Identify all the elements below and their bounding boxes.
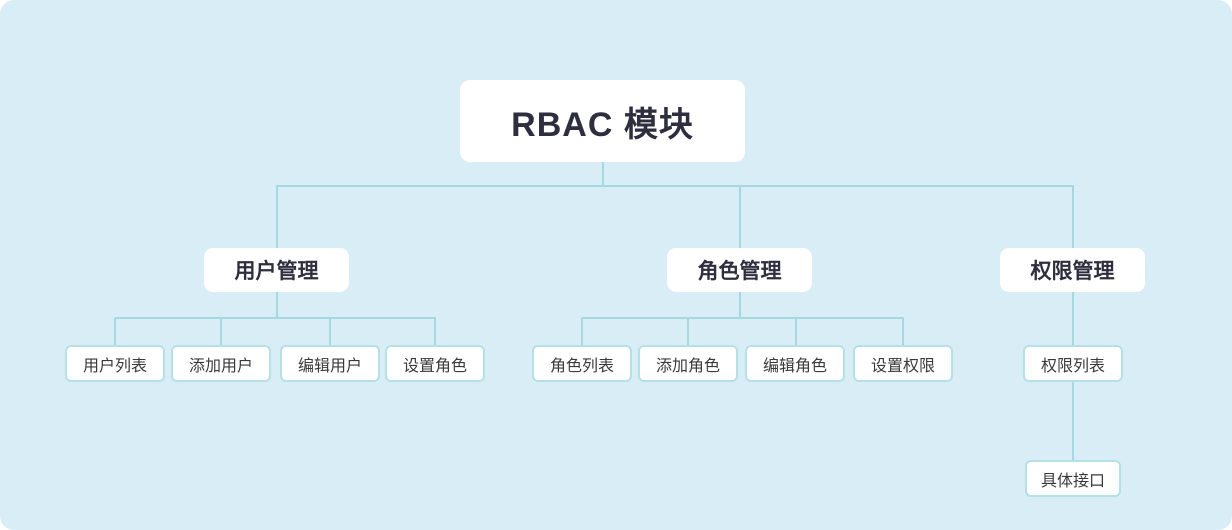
leaf-node-label: 设置角色 xyxy=(402,357,467,375)
leaf-node-edit-role[interactable]: 编辑角色 xyxy=(745,345,845,382)
leaf-node-user-list[interactable]: 用户列表 xyxy=(65,345,165,382)
leaf-node-label: 添加角色 xyxy=(655,357,720,375)
leaf-node-specific-api[interactable]: 具体接口 xyxy=(1025,460,1121,497)
leaf-node-label: 角色列表 xyxy=(549,357,614,375)
leaf-node-set-permission[interactable]: 设置权限 xyxy=(853,345,953,382)
leaf-node-label: 编辑用户 xyxy=(297,357,362,375)
leaf-node-label: 用户列表 xyxy=(82,357,147,375)
branch-node-label: 权限管理 xyxy=(1030,260,1115,283)
leaf-node-label: 设置权限 xyxy=(870,357,935,375)
leaf-node-edit-user[interactable]: 编辑用户 xyxy=(280,345,380,382)
branch-node-role-management[interactable]: 角色管理 xyxy=(667,248,812,292)
connector-user-branch xyxy=(114,291,436,346)
leaf-node-set-role[interactable]: 设置角色 xyxy=(385,345,485,382)
leaf-node-permission-list[interactable]: 权限列表 xyxy=(1023,345,1123,382)
leaf-node-label: 编辑角色 xyxy=(762,357,827,375)
leaf-node-role-list[interactable]: 角色列表 xyxy=(532,345,632,382)
root-node-rbac-module[interactable]: RBAC 模块 xyxy=(460,80,745,162)
root-node-label: RBAC 模块 xyxy=(511,105,694,144)
leaf-node-label: 具体接口 xyxy=(1040,472,1105,490)
connector-role-branch xyxy=(581,291,904,346)
leaf-node-add-role[interactable]: 添加角色 xyxy=(638,345,738,382)
leaf-node-add-user[interactable]: 添加用户 xyxy=(171,345,271,382)
connector-root-to-branches xyxy=(276,161,1074,249)
leaf-node-label: 权限列表 xyxy=(1040,357,1105,375)
branch-node-permission-management[interactable]: 权限管理 xyxy=(1000,248,1145,292)
branch-node-label: 角色管理 xyxy=(697,260,782,283)
branch-node-label: 用户管理 xyxy=(234,260,319,283)
branch-node-user-management[interactable]: 用户管理 xyxy=(204,248,349,292)
leaf-node-label: 添加用户 xyxy=(188,357,253,375)
